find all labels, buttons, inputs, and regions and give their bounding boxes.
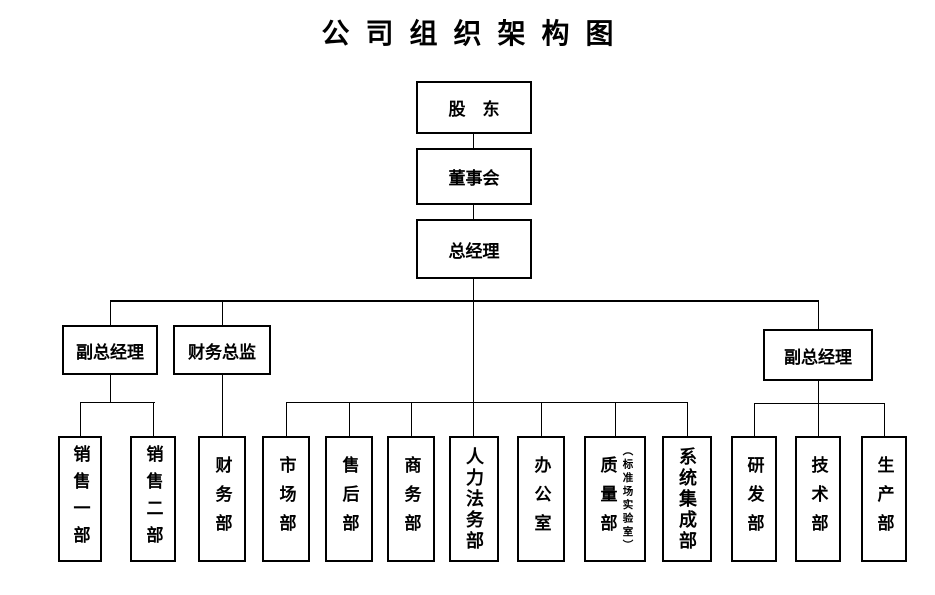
org-box-hr-legal-dept-label: 人力法务部 [464,446,484,552]
org-box-finance-dept: 财务部 [198,436,246,562]
org-box-deputy-gm-left: 副总经理 [62,325,158,375]
connector-drop-finance-director [221,300,223,325]
org-box-quality-dept-note: （标准场实验室） [621,445,634,553]
org-box-quality-dept-label: 质量部 [597,455,617,543]
connector-shareholders-board [472,134,474,148]
org-box-aftersales-dept-label: 售后部 [339,455,359,543]
org-box-shareholders-label: 股 东 [448,100,500,119]
org-box-sales-dept-1-label: 销售一部 [70,445,90,553]
connector-drop-system-integration [686,402,688,436]
connector-finance-director-down [221,375,223,436]
connector-deputy-right-down [817,381,819,403]
org-box-production-dept-label: 生产部 [874,455,894,543]
org-box-system-integration-dept: 系统集成部 [662,436,712,562]
org-box-office-label: 办公室 [531,455,551,543]
org-box-sales-dept-1: 销售一部 [58,436,102,562]
connector-rail-right [753,402,885,404]
org-box-business-dept-label: 商务部 [401,455,421,543]
org-box-market-dept: 市场部 [262,436,310,562]
org-box-deputy-gm-right-label: 副总经理 [784,347,852,367]
chart-title: 公司组织架构图 [321,18,630,49]
org-box-tech-dept: 技术部 [795,436,841,562]
org-box-business-dept: 商务部 [387,436,435,562]
connector-drop-business [410,402,412,436]
org-box-market-dept-label: 市场部 [276,455,296,543]
org-box-hr-legal-dept: 人力法务部 [449,436,499,562]
org-box-deputy-gm-right: 副总经理 [763,329,873,381]
connector-drop-sales-1 [79,402,81,436]
org-box-finance-director-label: 财务总监 [188,342,256,362]
connector-drop-rd [753,403,755,436]
org-box-board: 董事会 [416,148,532,205]
connector-drop-office [540,402,542,436]
org-box-finance-dept-label: 财务部 [212,455,232,543]
org-box-rd-dept: 研发部 [731,436,777,562]
connector-drop-sales-2 [152,402,154,436]
org-box-quality-dept: 质量部 （标准场实验室） [584,436,646,562]
org-box-production-dept: 生产部 [861,436,907,562]
connector-drop-deputy-right [817,300,819,329]
connector-drop-market [285,402,287,436]
connector-rail-sales [79,401,155,403]
org-box-sales-dept-2: 销售二部 [130,436,176,562]
connector-drop-quality [614,402,616,436]
connector-rail-tier2 [110,300,819,302]
org-box-board-label: 董事会 [448,169,500,188]
org-box-tech-dept-label: 技术部 [808,455,828,543]
connector-drop-aftersales [348,402,350,436]
connector-drop-production [883,403,885,436]
connector-drop-deputy-left [109,300,111,325]
org-box-deputy-gm-left-label: 副总经理 [76,342,144,362]
org-box-general-manager: 总经理 [416,219,532,279]
org-box-office: 办公室 [517,436,565,562]
org-box-finance-director: 财务总监 [173,325,271,375]
org-box-sales-dept-2-label: 销售二部 [143,445,163,553]
connector-rail-center [285,401,688,403]
connector-board-gm [472,205,474,219]
connector-deputy-left-down [109,375,111,402]
org-box-shareholders: 股 东 [416,81,532,134]
org-box-rd-dept-label: 研发部 [744,455,764,543]
org-box-general-manager-label: 总经理 [448,241,500,261]
org-box-aftersales-dept: 售后部 [325,436,373,562]
org-box-system-integration-dept-label: 系统集成部 [677,446,697,552]
connector-gm-center-drop [472,279,474,436]
connector-drop-tech [817,403,819,436]
